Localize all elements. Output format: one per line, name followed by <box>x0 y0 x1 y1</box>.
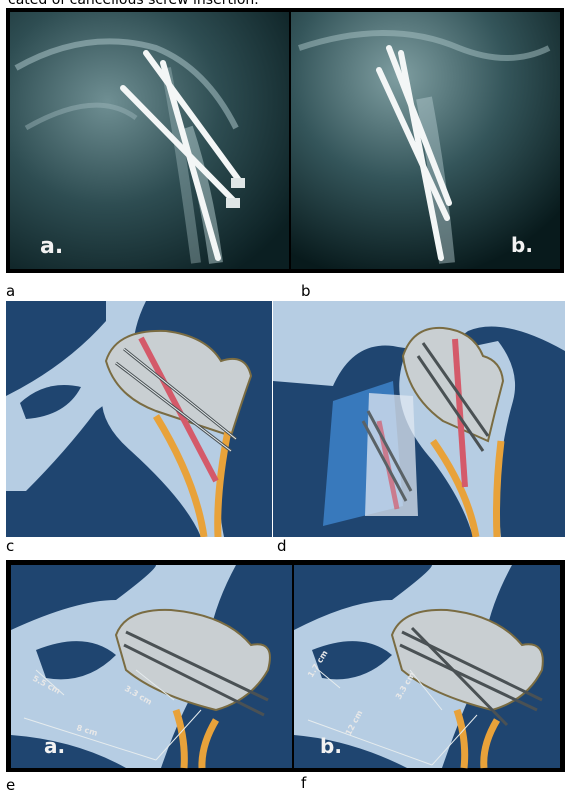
caption-a: a <box>6 284 15 299</box>
xray-a-letter: a. <box>40 234 63 259</box>
diagram-panel-e: 5.5 cm 3.3 cm 8 cm a. <box>6 560 292 772</box>
xray-panel-b: b. <box>289 8 564 273</box>
caption-e: e <box>6 778 15 793</box>
xray-b-letter: b. <box>511 233 533 257</box>
xray-panel-a: a. <box>6 8 289 273</box>
diagram-panel-f: 1.7 cm 3.3 cm 12 cm b. <box>292 560 565 772</box>
caption-f: f <box>301 776 306 791</box>
figure-caption-top: cated of cancellous screw insertion. <box>8 0 259 8</box>
diagram-f-letter: b. <box>320 734 342 758</box>
diagram-panel-d <box>273 301 565 537</box>
caption-d: d <box>277 539 287 554</box>
caption-b: b <box>301 284 311 299</box>
caption-c: c <box>6 539 14 554</box>
diagram-e-letter: a. <box>44 734 65 758</box>
diagram-panel-c <box>6 301 272 537</box>
